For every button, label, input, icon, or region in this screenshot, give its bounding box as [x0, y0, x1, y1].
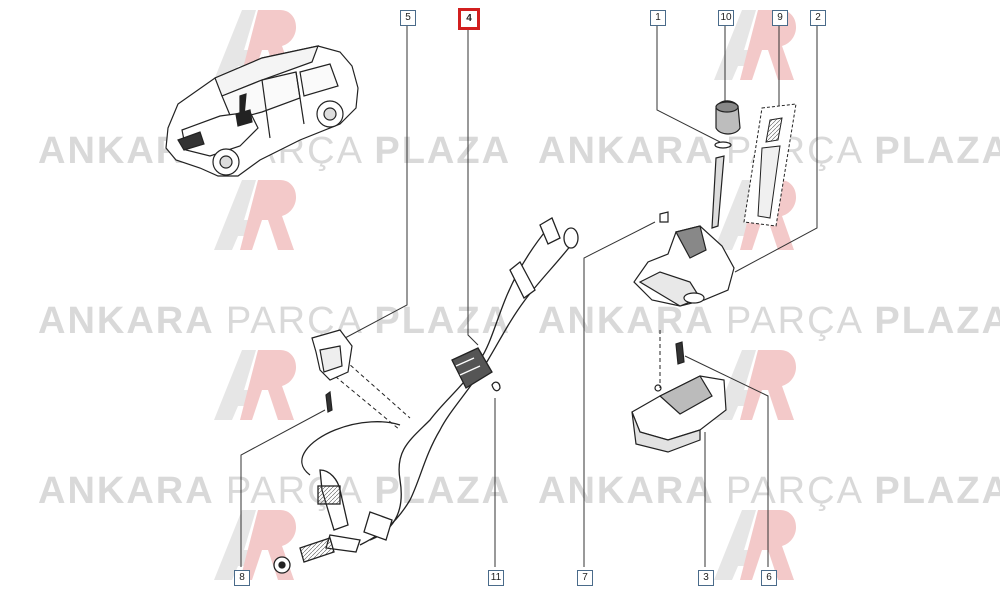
callout-6[interactable]: 6	[761, 570, 777, 586]
shift-base-plate	[631, 330, 727, 453]
gear-cable-assembly	[273, 217, 579, 574]
callout-11[interactable]: 11	[488, 570, 504, 586]
callout-1[interactable]: 1	[650, 10, 666, 26]
callout-7[interactable]: 7	[577, 570, 593, 586]
shift-knob	[714, 100, 741, 149]
callout-4-highlighted[interactable]: 4	[458, 8, 480, 30]
shift-lever-housing	[633, 155, 735, 307]
callout-8[interactable]: 8	[234, 570, 250, 586]
car-illustration	[165, 45, 359, 177]
callout-9[interactable]: 9	[772, 10, 788, 26]
cable-bracket	[311, 329, 353, 413]
callout-2[interactable]: 2	[810, 10, 826, 26]
callout-5[interactable]: 5	[400, 10, 416, 26]
callout-10[interactable]: 10	[718, 10, 734, 26]
leader-lines	[240, 24, 818, 567]
shift-boot-gaiter	[743, 103, 797, 227]
callout-3[interactable]: 3	[698, 570, 714, 586]
